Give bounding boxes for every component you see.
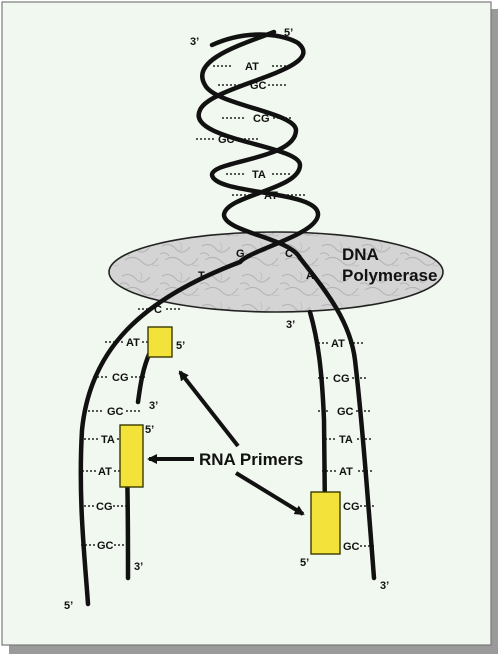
polymerase-base-a: A <box>306 270 314 282</box>
left-pair-4: TA <box>101 434 115 446</box>
polymerase-base-g: G <box>236 248 245 260</box>
right-pair-4: TA <box>339 434 353 446</box>
left-pair-3: GC <box>107 406 124 418</box>
right-pair-3: GC <box>337 406 354 418</box>
left-pair-5: AT <box>98 466 112 478</box>
fork-top-base: C <box>154 304 162 316</box>
left-parental-strand <box>78 259 243 607</box>
right-strand-3prime-bottom-label: 3’ <box>380 580 389 592</box>
helix-5prime-label: 5’ <box>284 27 293 39</box>
left-strand-5prime-label: 5’ <box>64 600 73 612</box>
rna-primer-right <box>310 491 341 555</box>
helix-strand-a <box>196 32 306 261</box>
rna-primers-label: RNA Primers <box>199 450 303 469</box>
right-primer-5prime-label: 5’ <box>300 557 309 569</box>
helix-pair-3: CG <box>253 113 270 125</box>
helix-pair-1: AT <box>245 61 259 73</box>
polymerase-title-line1: DNA <box>342 245 379 264</box>
arrow-to-upper-primer <box>178 370 240 448</box>
helix-pair-2: GC <box>250 80 267 92</box>
rna-primer-lower-left <box>119 424 144 488</box>
upper-primer-5prime-label: 5’ <box>176 340 185 352</box>
helix-3prime-label: 3’ <box>190 36 199 48</box>
right-strand-3prime-top-label: 3’ <box>286 319 295 331</box>
page-card <box>1 1 492 646</box>
helix-pair-6: AT <box>264 190 278 202</box>
right-new-strand <box>307 309 328 518</box>
right-pair-5: AT <box>339 466 353 478</box>
right-pair-1: AT <box>331 338 345 350</box>
primer-arrows <box>147 370 305 516</box>
helix-strand-b <box>200 29 321 265</box>
right-pair-2: CG <box>333 373 350 385</box>
dna-polymerase-ellipse <box>108 231 444 313</box>
left-pair-7: GC <box>97 540 114 552</box>
left-pair-1: AT <box>126 337 140 349</box>
left-pair-2: CG <box>112 372 129 384</box>
left-pair-6: CG <box>96 501 113 513</box>
arrow-to-right-primer <box>234 471 305 516</box>
right-pair-7: GC <box>343 541 360 553</box>
helix-pair-4: GC <box>218 134 235 146</box>
right-parental-strand <box>297 255 377 581</box>
rna-primer-upper-left <box>147 326 173 358</box>
upper-fragment-3prime-label: 3’ <box>149 400 158 412</box>
right-pair-6: CG <box>343 501 360 513</box>
polymerase-base-t: T <box>198 270 205 282</box>
helix-pair-5: TA <box>252 169 266 181</box>
polymerase-title-line2: Polymerase <box>342 266 437 285</box>
dna-strands <box>78 29 377 607</box>
lower-fragment-3prime-label: 3’ <box>134 561 143 573</box>
lower-primer-5prime-label: 5’ <box>145 424 154 436</box>
polymerase-base-c: C <box>285 248 293 260</box>
